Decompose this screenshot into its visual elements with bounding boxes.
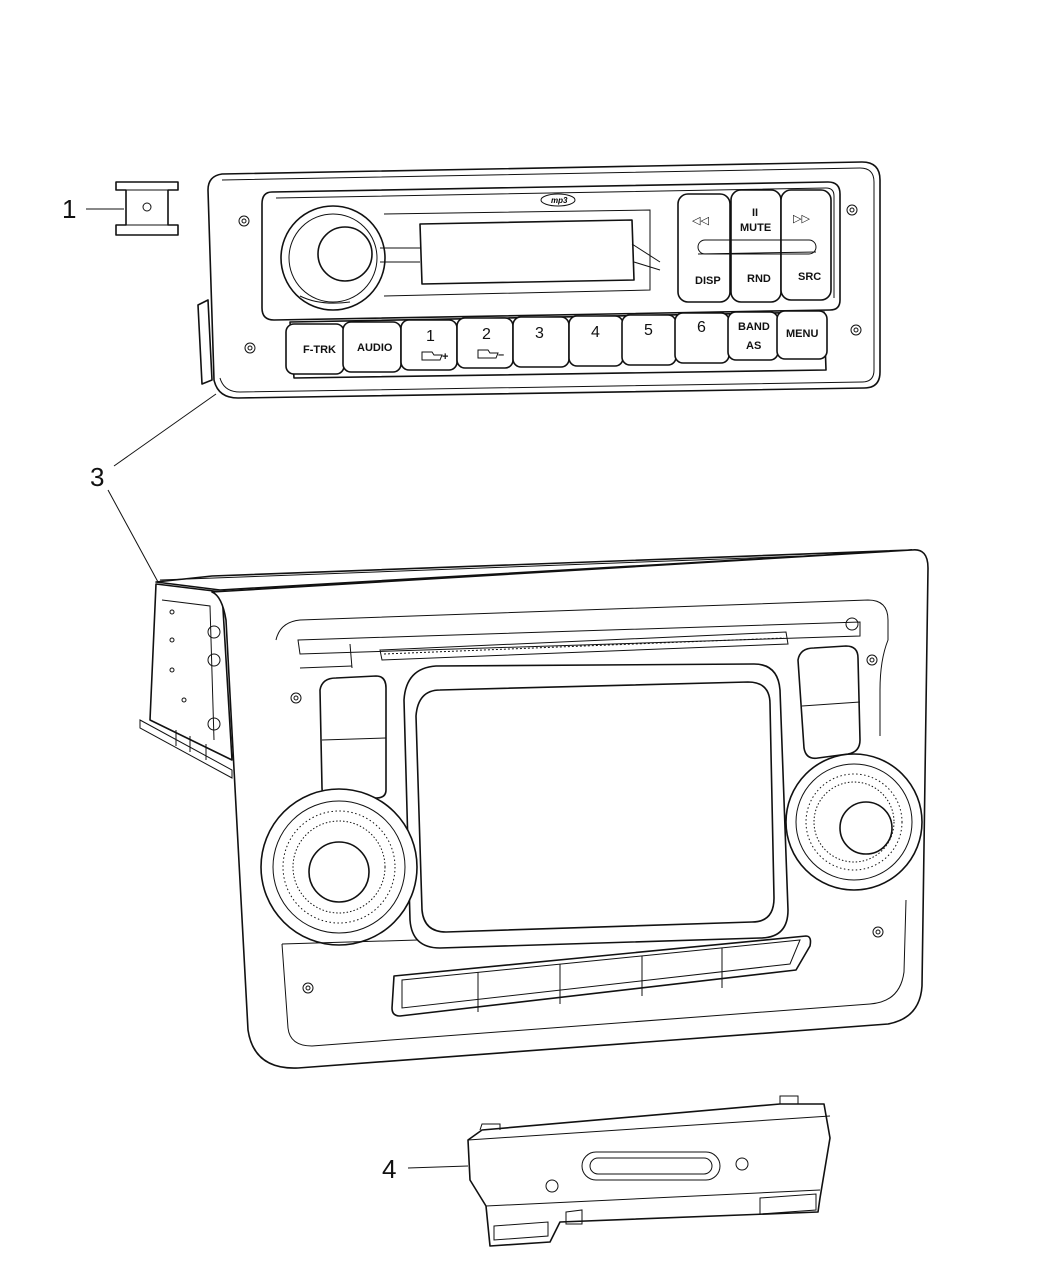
part-4-bracket xyxy=(467,1095,831,1247)
rnd-button-label: RND xyxy=(747,273,771,285)
audio-button-label: AUDIO xyxy=(357,342,393,354)
preset-4-label: 4 xyxy=(591,324,600,341)
touchscreen-radio-unit xyxy=(139,549,929,1069)
callout-3-number: 3 xyxy=(90,462,104,492)
svg-text:–: – xyxy=(498,349,504,361)
radio-faceplate: mp3 ◁◁ II MUTE ▷▷ DISP RND SRC F-TRK AUD… xyxy=(197,161,881,399)
pause-button-label: II xyxy=(752,207,758,219)
mute-button-label: MUTE xyxy=(740,222,771,234)
callout-1: 1 xyxy=(62,194,124,224)
src-button-label: SRC xyxy=(798,271,821,283)
as-button-label: AS xyxy=(746,340,761,352)
band-button-label: BAND xyxy=(738,321,770,333)
disp-button-label: DISP xyxy=(695,275,721,287)
preset-1-label: 1 xyxy=(426,328,435,345)
mp3-badge: mp3 xyxy=(551,196,568,205)
preset-6-label: 6 xyxy=(697,319,706,336)
rewind-button-label: ◁◁ xyxy=(692,215,709,227)
fast-forward-button-label: ▷▷ xyxy=(793,213,810,225)
preset-3-label: 3 xyxy=(535,325,544,342)
part-1-clip xyxy=(115,181,179,236)
callout-4-number: 4 xyxy=(382,1154,396,1184)
preset-2-label: 2 xyxy=(482,326,491,343)
bottom-button-row xyxy=(285,310,828,375)
callout-3: 3 xyxy=(90,393,217,583)
callout-4: 4 xyxy=(382,1154,469,1184)
callout-1-number: 1 xyxy=(62,194,76,224)
menu-button-label: MENU xyxy=(786,328,818,340)
preset-5-label: 5 xyxy=(644,322,653,339)
ftrk-button-label: F-TRK xyxy=(303,344,336,356)
svg-text:+: + xyxy=(442,351,448,363)
